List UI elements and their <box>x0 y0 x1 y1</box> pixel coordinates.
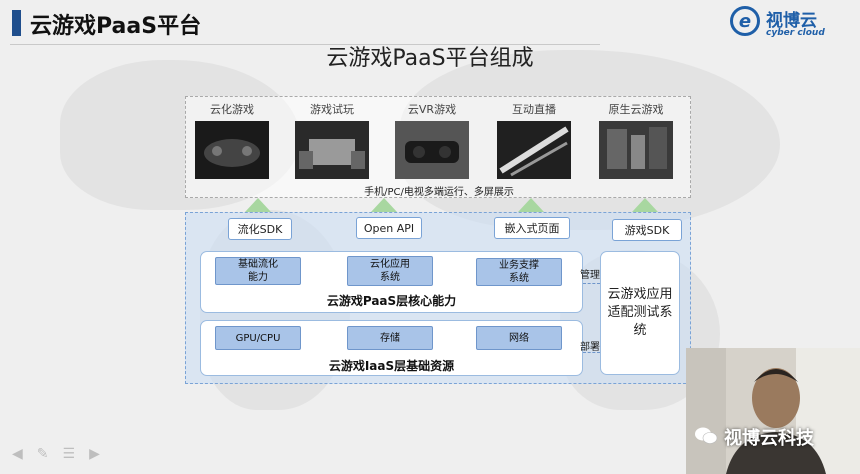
scenario-label: 云VR游戏 <box>407 103 457 116</box>
handheld-play-photo-icon <box>295 121 369 179</box>
scenario-label: 云化游戏 <box>210 103 254 116</box>
presenter-icon <box>686 348 860 474</box>
slide-nav: ◀ ✎ ☰ ▶ <box>12 446 100 462</box>
company-logo: e 视博云 cyber cloud <box>730 4 850 42</box>
scenario-item: 游戏试玩 <box>294 101 370 179</box>
scenario-label: 原生云游戏 <box>608 103 664 116</box>
wechat-watermark: 视博云科技 <box>724 428 814 449</box>
paas-layer-title: 云游戏PaaS层核心能力 <box>326 294 457 308</box>
native-game-photo-icon <box>599 121 673 179</box>
scenario-label: 游戏试玩 <box>310 103 354 116</box>
streaming-capability-module: 基础流化 能力 <box>215 257 301 285</box>
wechat-icon <box>695 427 718 444</box>
scenario-item: 云VR游戏 <box>394 101 470 179</box>
pen-icon[interactable]: ✎ <box>36 446 49 462</box>
gamepad-photo-icon <box>195 121 269 179</box>
manage-label: 管理 <box>580 270 600 281</box>
manage-connector <box>583 283 600 284</box>
iaas-layer-title: 云游戏IaaS层基础资源 <box>328 359 455 373</box>
scenario-item: 原生云游戏 <box>598 101 674 179</box>
prev-slide-icon[interactable]: ◀ <box>12 446 23 462</box>
logo-chinese-name: 视博云 <box>766 11 817 31</box>
module-label: 业务支撑 系统 <box>499 260 539 284</box>
header-divider <box>10 44 600 45</box>
business-support-module: 业务支撑 系统 <box>476 258 562 286</box>
game-sdk-tag: 游戏SDK <box>612 219 682 241</box>
up-arrow-icon <box>371 198 397 212</box>
deploy-label: 部署 <box>580 342 600 353</box>
embedded-page-tag: 嵌入式页面 <box>494 217 570 239</box>
slide-header: 云游戏PaaS平台 e 视博云 cyber cloud <box>0 0 860 46</box>
test-system-box: 云游戏应用适配测试系统 <box>600 251 680 375</box>
cloud-app-system-module: 云化应用 系统 <box>347 256 433 286</box>
next-slide-icon[interactable]: ▶ <box>89 446 100 462</box>
network-module: 网络 <box>476 326 562 350</box>
module-label: 存储 <box>380 332 400 344</box>
module-label: GPU/CPU <box>235 332 281 344</box>
webcam-video <box>686 348 860 474</box>
logo-mark-icon: e <box>730 6 760 36</box>
deploy-connector <box>583 352 600 353</box>
scenario-item: 云化游戏 <box>194 101 270 179</box>
streaming-sdk-tag: 流化SDK <box>228 218 292 240</box>
gpu-cpu-module: GPU/CPU <box>215 326 301 350</box>
livestream-photo-icon <box>497 121 571 179</box>
up-arrow-icon <box>518 198 544 212</box>
storage-module: 存储 <box>347 326 433 350</box>
test-system-label: 云游戏应用适配测试系统 <box>607 287 673 338</box>
module-label: 基础流化 能力 <box>238 259 278 283</box>
scenario-caption: 手机/PC/电视多端运行、多屏展示 <box>364 187 514 198</box>
up-arrow-icon <box>245 198 271 212</box>
module-label: 网络 <box>509 332 529 344</box>
scenario-label: 互动直播 <box>512 103 556 116</box>
scenario-box: 云化游戏 游戏试玩 云VR游戏 互动直播 原生云游戏 手机/PC/电视多端运行、… <box>185 96 691 198</box>
scenario-item: 互动直播 <box>496 101 572 179</box>
slide-subtitle: 云游戏PaaS平台组成 <box>326 46 534 71</box>
slide-title: 云游戏PaaS平台 <box>30 14 202 39</box>
vr-headset-photo-icon <box>395 121 469 179</box>
menu-icon[interactable]: ☰ <box>62 446 76 462</box>
open-api-tag: Open API <box>356 217 422 239</box>
logo-english-name: cyber cloud <box>766 28 825 38</box>
module-label: 云化应用 系统 <box>370 259 410 283</box>
up-arrow-icon <box>632 198 658 212</box>
title-accent-bar <box>12 10 21 36</box>
